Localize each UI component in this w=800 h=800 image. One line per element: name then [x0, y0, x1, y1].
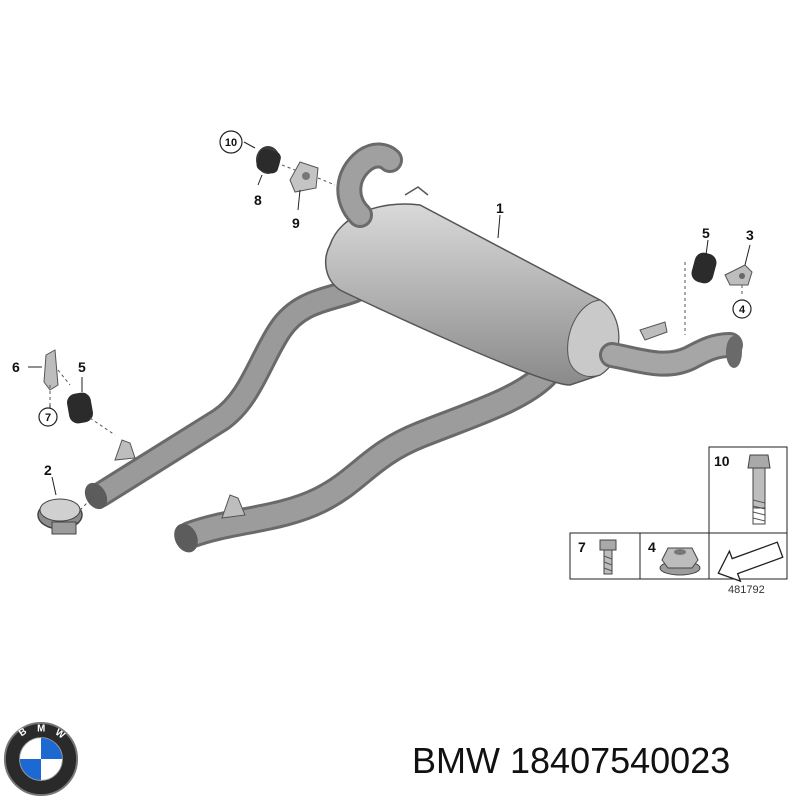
svg-text:10: 10: [225, 137, 237, 149]
rubber-mount-right: [684, 252, 717, 335]
callout-1: 1: [496, 200, 504, 216]
bracket-top: [289, 161, 336, 193]
rubber-mount-top: [256, 146, 296, 174]
part-caption: BMW 18407540023: [412, 736, 792, 786]
bmw-logo: B M W: [3, 721, 79, 797]
logo-letter-m: M: [37, 724, 45, 735]
callout-5-left: 5: [78, 359, 86, 375]
callout-6: 6: [12, 359, 20, 375]
callout-10: 10: [219, 130, 243, 154]
pipe-hanger-bracket: [221, 494, 246, 519]
exhaust-pipe-left: [84, 277, 368, 510]
callout-2: 2: [44, 462, 52, 478]
callout-9: 9: [292, 215, 300, 231]
arrow-icon: [717, 541, 784, 583]
nut-icon: [659, 547, 701, 576]
hanger-bracket-right: [724, 264, 753, 295]
callout-5-right: 5: [702, 225, 710, 241]
legend-label-7: 7: [578, 539, 586, 555]
reference-number: 481792: [728, 584, 765, 596]
callout-7: 7: [38, 407, 58, 427]
svg-text:4: 4: [739, 304, 746, 316]
exhaust-pipe-right: [174, 361, 559, 553]
svg-text:7: 7: [45, 412, 51, 424]
part-number: 18407540023: [510, 740, 731, 781]
hanger-bracket-left: [43, 349, 71, 405]
pipe-clamp: [37, 494, 96, 535]
callout-8: 8: [254, 192, 262, 208]
callout-leader-lines: [28, 141, 751, 496]
legend-label-4: 4: [648, 539, 656, 555]
brand-name: BMW: [412, 740, 500, 781]
muffler-inlet-pipe: [336, 142, 403, 228]
screw-icon: [599, 539, 617, 575]
callout-3: 3: [746, 227, 754, 243]
legend-label-10: 10: [714, 453, 730, 469]
bolt-icon: [747, 454, 771, 525]
tail-pipe: [599, 321, 743, 377]
rubber-mount-left: [67, 392, 116, 436]
pipe-hanger-bracket: [114, 439, 136, 461]
callout-4: 4: [732, 299, 752, 319]
